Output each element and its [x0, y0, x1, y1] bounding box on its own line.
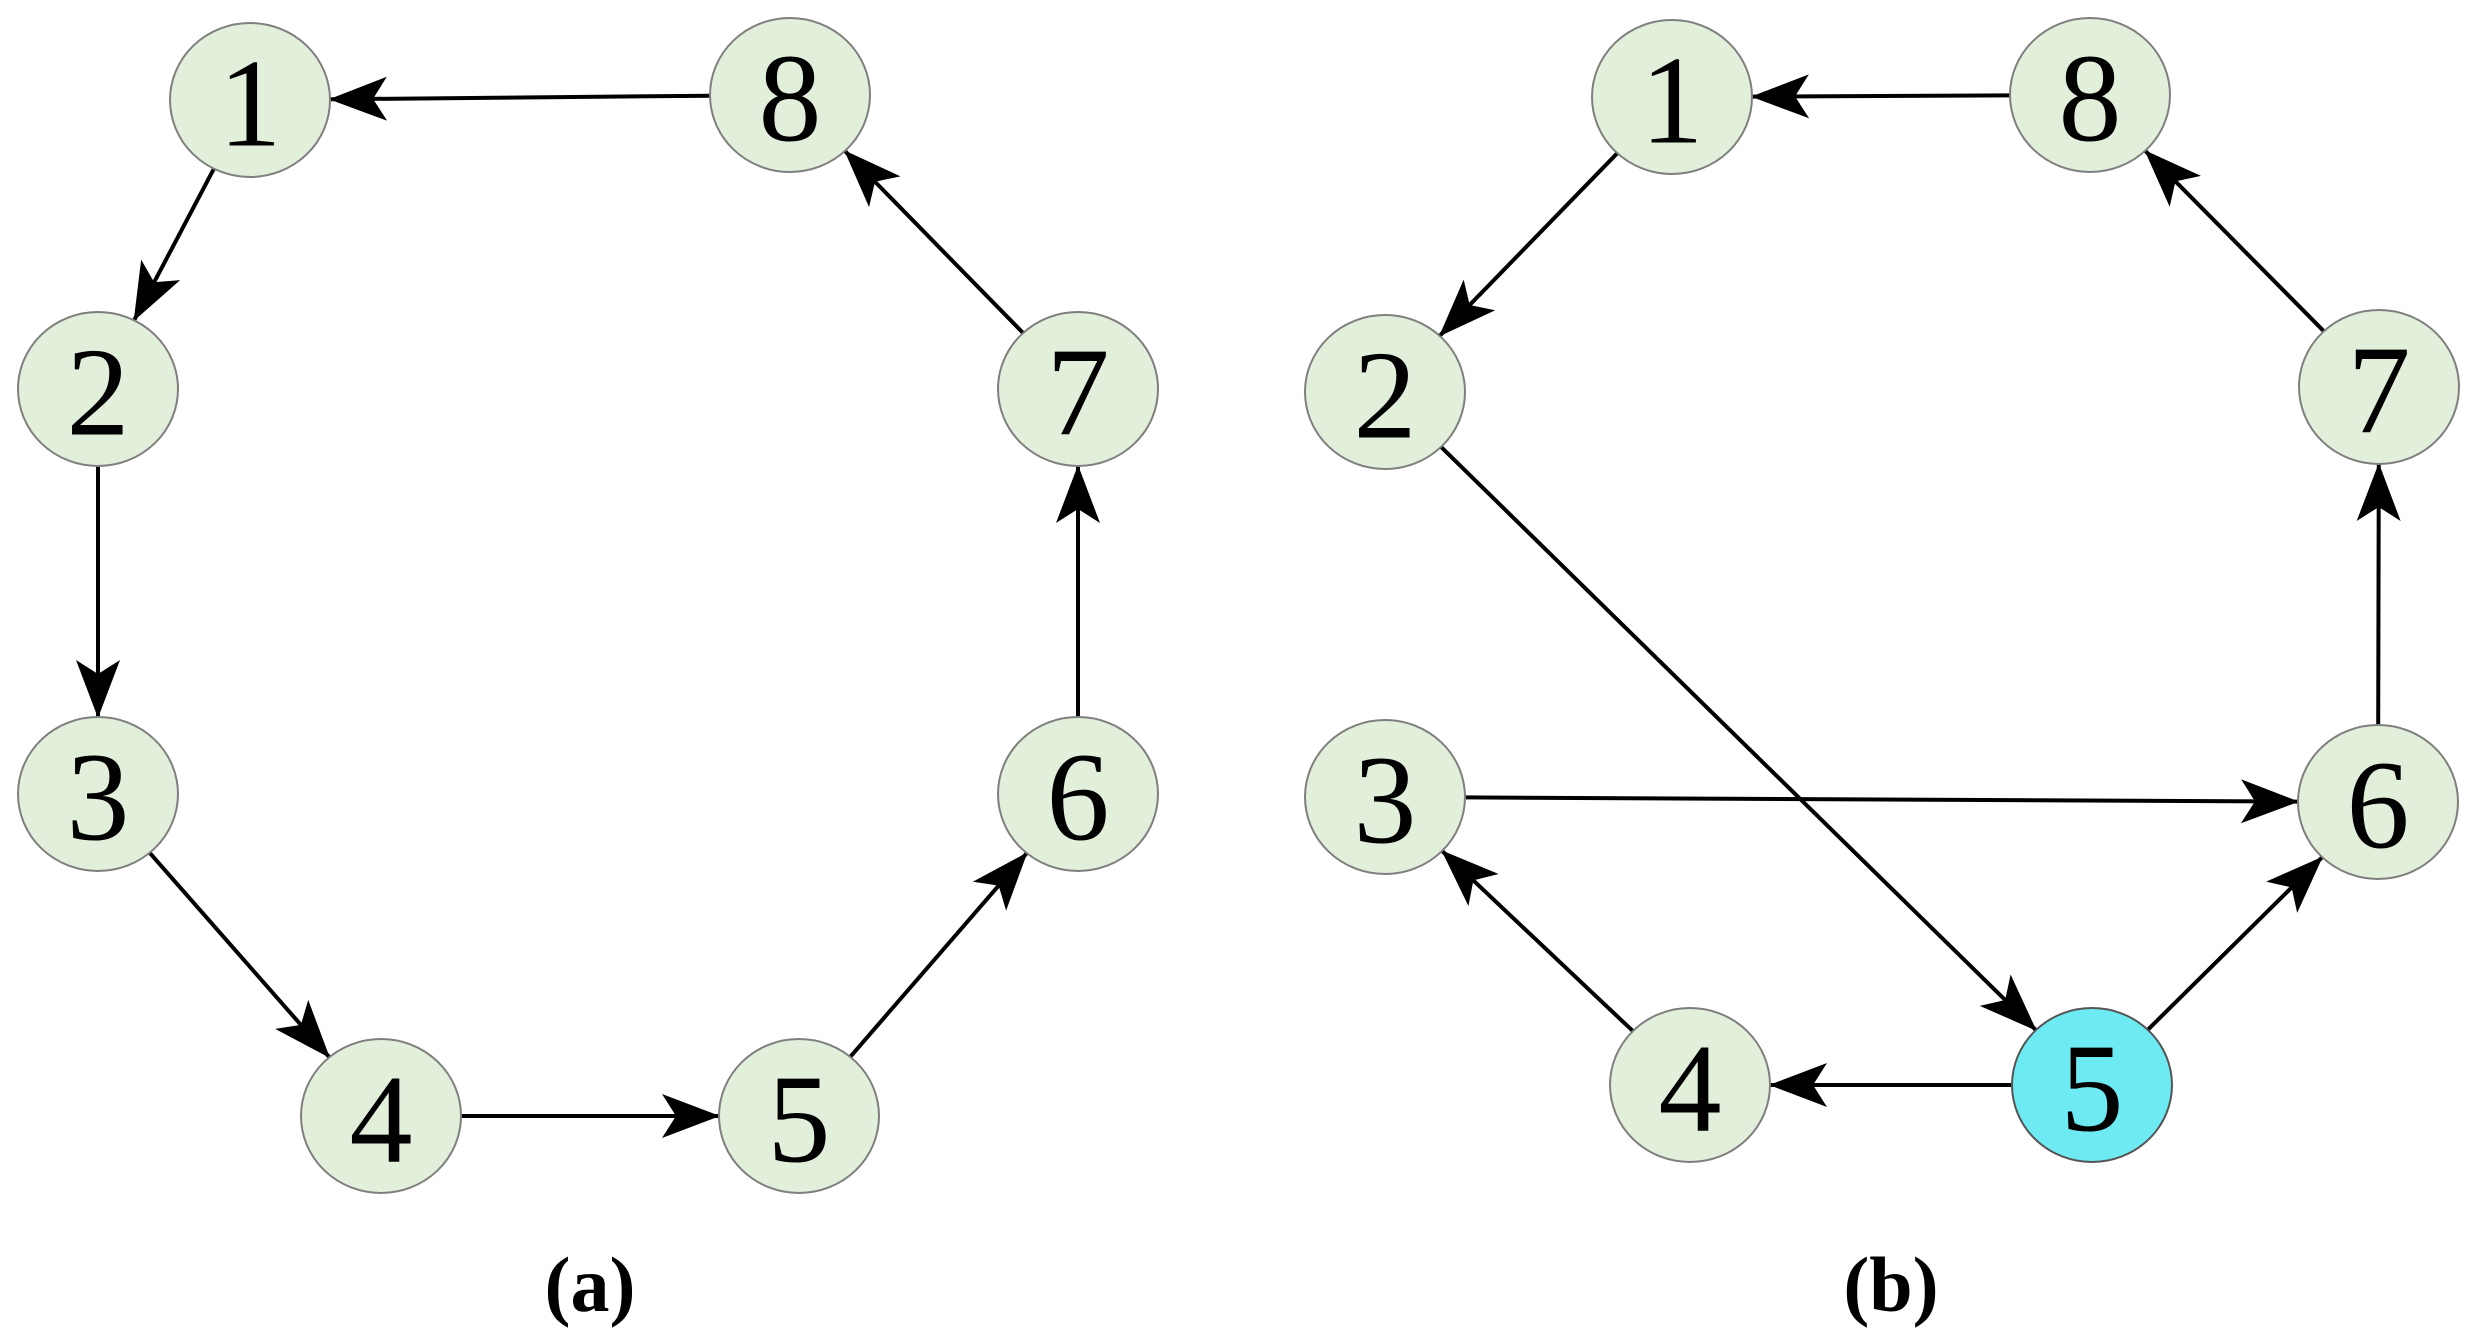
node-b-6: 6 [2297, 724, 2459, 880]
node-a-1: 1 [169, 22, 331, 178]
nodes-layer: 1 2 3 4 5 6 7 8 1 2 3 4 5 6 7 8 [17, 17, 2460, 1194]
node-circle-b-2 [1304, 314, 1466, 470]
node-label-a-2: 2 [67, 323, 130, 462]
node-circle-b-3 [1304, 719, 1466, 875]
node-circle-b-5 [2011, 1007, 2173, 1163]
node-circle-a-1 [169, 22, 331, 178]
node-a-5: 5 [718, 1038, 880, 1194]
edge-b-6-to-7 [2356, 463, 2401, 726]
edge-a-3-to-4 [148, 851, 331, 1059]
node-a-3: 3 [17, 716, 179, 872]
node-circle-b-7 [2298, 309, 2460, 465]
node-label-a-6: 6 [1047, 728, 1110, 867]
node-label-a-1: 1 [219, 34, 282, 173]
edge-b-3-to-6 [1464, 779, 2299, 824]
edge-b-7-to-8 [2143, 149, 2326, 333]
node-b-7: 7 [2298, 309, 2460, 465]
node-b-5: 5 [2011, 1007, 2173, 1163]
node-b-2: 2 [1304, 314, 1466, 470]
captions-layer: (a) (b) [545, 1241, 1939, 1328]
node-b-4: 4 [1609, 1007, 1771, 1163]
node-label-b-3: 3 [1354, 731, 1417, 870]
node-a-6: 6 [997, 716, 1159, 872]
node-label-b-6: 6 [2347, 736, 2410, 875]
node-circle-a-5 [718, 1038, 880, 1194]
edge-b-8-to-1 [1751, 74, 2011, 119]
node-circle-a-2 [17, 311, 179, 467]
node-label-a-8: 8 [759, 29, 822, 168]
edge-a-1-to-2 [132, 167, 216, 322]
node-b-1: 1 [1591, 19, 1753, 175]
edge-a-5-to-6 [848, 851, 1029, 1059]
node-circle-a-4 [300, 1038, 462, 1194]
edge-a-7-to-8 [843, 149, 1025, 335]
node-label-a-4: 4 [350, 1050, 413, 1189]
node-a-8: 8 [709, 17, 871, 173]
panel-caption-b: (b) [1843, 1241, 1938, 1328]
panel-caption-a: (a) [545, 1241, 636, 1328]
edge-b-1-to-2 [1438, 151, 1619, 338]
node-circle-a-7 [997, 311, 1159, 467]
node-a-7: 7 [997, 311, 1159, 467]
node-circle-a-6 [997, 716, 1159, 872]
node-label-a-5: 5 [768, 1050, 831, 1189]
node-circle-b-1 [1591, 19, 1753, 175]
node-label-b-4: 4 [1659, 1019, 1722, 1158]
node-circle-a-3 [17, 716, 179, 872]
node-circle-b-6 [2297, 724, 2459, 880]
node-a-2: 2 [17, 311, 179, 467]
node-b-3: 3 [1304, 719, 1466, 875]
node-label-a-3: 3 [67, 728, 130, 867]
node-label-b-5: 5 [2061, 1019, 2124, 1158]
node-circle-b-4 [1609, 1007, 1771, 1163]
node-label-b-7: 7 [2348, 321, 2411, 460]
edges-layer [76, 74, 2401, 1138]
edge-b-2-to-5 [1439, 445, 2038, 1032]
edge-b-5-to-6 [2146, 855, 2324, 1032]
node-label-b-2: 2 [1354, 326, 1417, 465]
edge-b-4-to-3 [1440, 849, 1635, 1033]
node-a-4: 4 [300, 1038, 462, 1194]
edge-a-8-to-1 [329, 76, 711, 121]
node-label-b-8: 8 [2059, 29, 2122, 168]
node-circle-b-8 [2009, 17, 2171, 173]
node-circle-a-8 [709, 17, 871, 173]
node-b-8: 8 [2009, 17, 2171, 173]
node-label-b-1: 1 [1641, 31, 1704, 170]
node-label-a-7: 7 [1047, 323, 1110, 462]
